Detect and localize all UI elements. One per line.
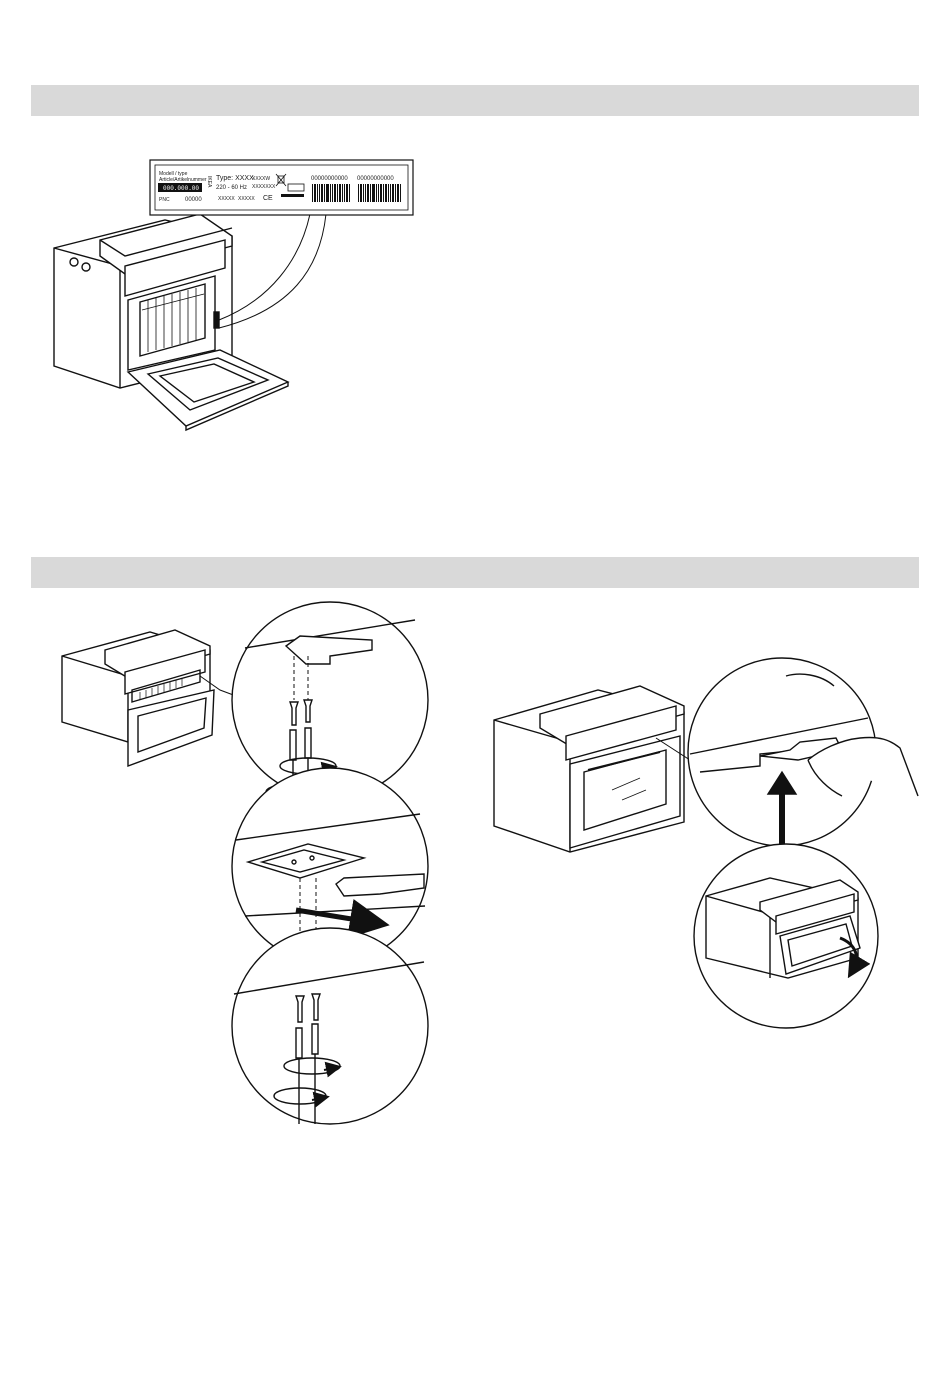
label-pnc: 00000 <box>185 197 202 203</box>
oven-illustration-closed <box>494 686 700 852</box>
detail-circle-screws-bottom <box>232 928 428 1124</box>
label-brand-vertical: IKEA <box>206 176 212 188</box>
label-barcode-2-number: 00000000000 <box>357 176 394 182</box>
label-type-line: Type: XXXX <box>216 175 254 182</box>
screw-removal-figure <box>62 602 428 1124</box>
label-xxxxxxx: XXXXXXX <box>252 184 276 190</box>
label-pnc-prefix: PNC <box>159 197 170 203</box>
detail-circle-door-tilt <box>694 844 878 1028</box>
label-barcode-1-number: 00000000000 <box>311 176 348 182</box>
label-xxxxx-2: XXXXX <box>238 196 255 202</box>
label-ce-mark: CE <box>263 195 273 202</box>
detail-circle-lift-hinge <box>688 658 918 846</box>
label-model-box: 000.000.00 <box>163 185 199 192</box>
label-small-top-2: Article/Artikelnummer <box>159 177 207 183</box>
barcode-1 <box>312 184 350 202</box>
oven-illustration-small <box>62 630 236 766</box>
label-xxxxx-1: XXXXX <box>218 196 235 202</box>
label-type-power: XXXXW <box>252 176 270 182</box>
oven-illustration-open <box>54 214 288 430</box>
door-release-figure <box>494 658 918 1028</box>
label-voltage: 220 - 60 Hz <box>216 185 247 191</box>
